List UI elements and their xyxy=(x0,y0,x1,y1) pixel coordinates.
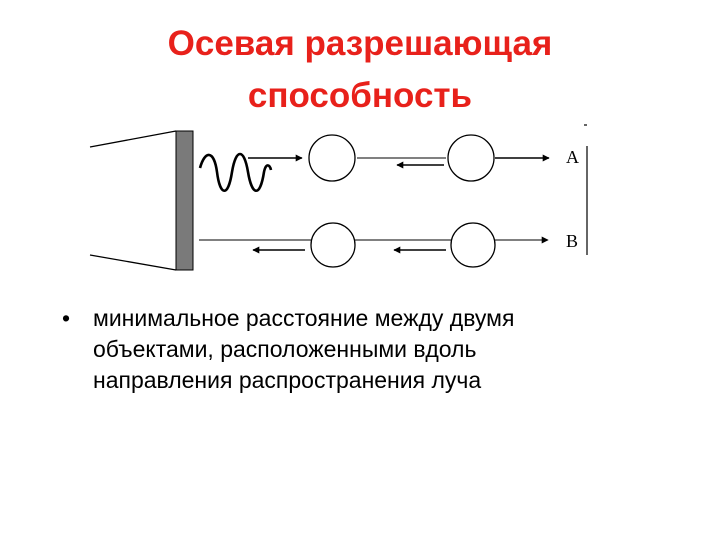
label-a: A xyxy=(566,147,579,167)
bullet-icon: • xyxy=(62,305,71,331)
label-b: B xyxy=(566,231,578,251)
object-a1 xyxy=(308,134,356,182)
transducer-edge-bottom xyxy=(89,254,177,271)
object-b1 xyxy=(310,222,356,268)
bullet-text: минимальное расстояние между двумя объек… xyxy=(93,303,662,396)
transducer-edge-top xyxy=(89,130,177,148)
bullet-line-2: объектами, расположенными вдоль xyxy=(93,336,477,362)
pulse-wave-icon xyxy=(198,152,273,193)
transducer-face xyxy=(175,130,194,271)
bullet-line-3: направления распространения луча xyxy=(93,367,482,393)
object-b2 xyxy=(450,222,496,268)
title-line-1: Осевая разрешающая xyxy=(167,24,553,63)
title-line-2: способность xyxy=(247,76,473,115)
object-a2 xyxy=(447,134,495,182)
slide-title: Осевая разрешающая способность xyxy=(0,18,720,122)
bullet-line-1: минимальное расстояние между двумя xyxy=(93,305,515,331)
bullet-item: • минимальное расстояние между двумя объ… xyxy=(62,303,662,396)
